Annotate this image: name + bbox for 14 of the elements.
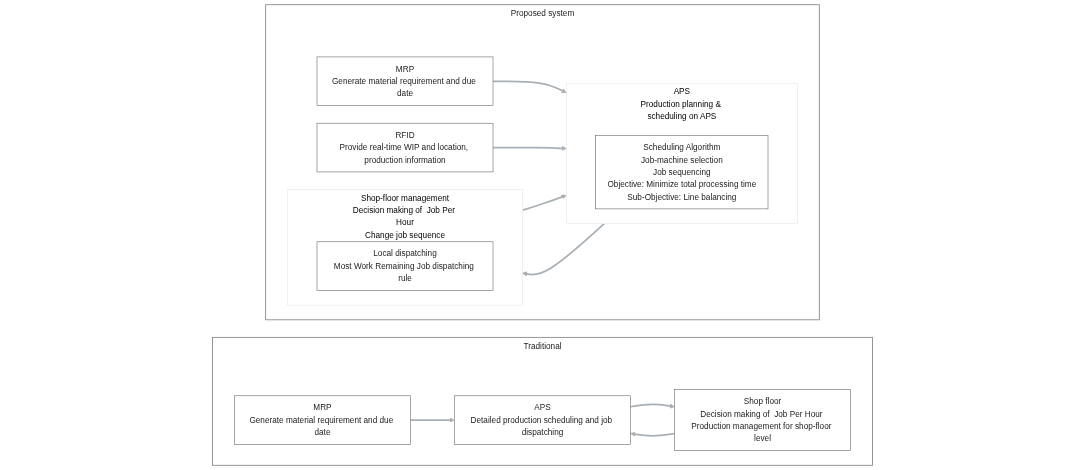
- arrow: [630, 431, 676, 437]
- arrow: [409, 417, 455, 423]
- node-box: Scheduling Algorithm Job-machine selection Job sequencing Objective: Minimize total processing time Sub-Objective: Line balancing: [595, 135, 769, 210]
- arrow: [522, 222, 606, 277]
- arrow: [492, 145, 567, 151]
- arrow: [492, 80, 567, 94]
- arrow: [521, 194, 567, 212]
- node-box: Local dispatching Most Work Remaining Job dispatching rule: [316, 241, 494, 291]
- node-box: RFID Provide real-time WIP and location, production information: [316, 122, 494, 173]
- node-box: MRP Generate material requirement and due date: [234, 395, 411, 445]
- node-box: APS Detailed production scheduling and job dispatching: [454, 395, 631, 445]
- node-box: MRP Generate material requirement and due date: [316, 56, 494, 106]
- arrow: [629, 403, 675, 409]
- node-box: Shop floor Decision making of Job Per Hour Production management for shop-floor level: [674, 389, 851, 451]
